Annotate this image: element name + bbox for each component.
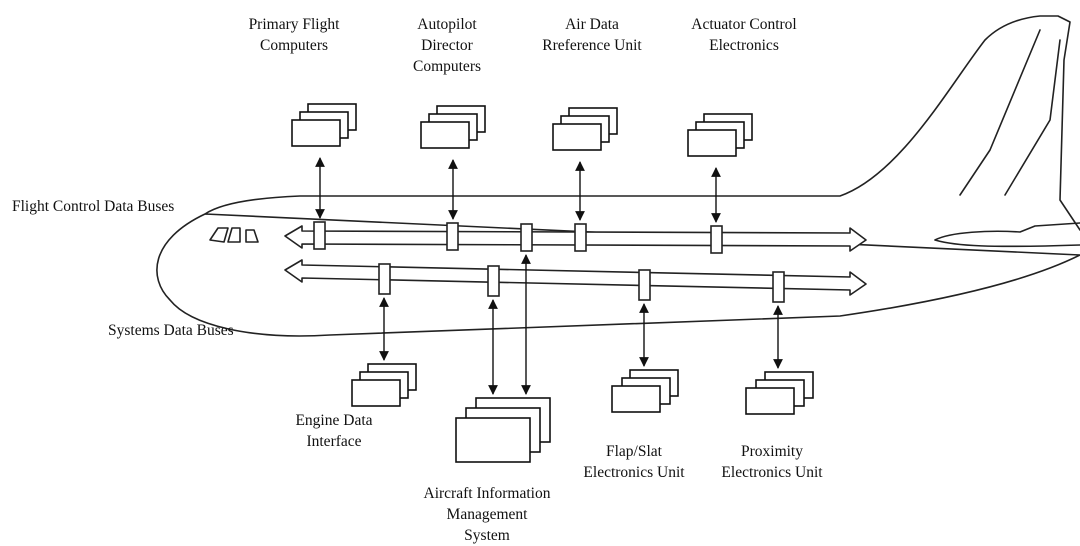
proximity-electronics-unit-label: Proximity Electronics Unit <box>721 443 823 481</box>
systems-data-buses-label: Systems Data Buses <box>108 322 234 339</box>
bus-coupler <box>313 221 326 250</box>
horizontal-stabilizer <box>934 222 1080 248</box>
bus-coupler <box>378 263 391 295</box>
autopilot-director-computers-unit <box>420 105 486 149</box>
cockpit-window <box>227 227 241 243</box>
primary-flight-computers-label: Primary Flight Computers <box>248 16 340 54</box>
flap-slat-electronics-unit <box>611 369 679 413</box>
primary-flight-computers-unit <box>291 103 357 147</box>
aircraft-information-management-system-label: Aircraft Information Management System <box>423 485 551 544</box>
engine-data-interface-unit <box>351 363 417 407</box>
bus-coupler <box>772 271 785 303</box>
flap-slat-electronics-unit-label: Flap/Slat Electronics Unit <box>583 443 685 481</box>
autopilot-director-computers-label: Autopilot Director Computers <box>412 16 482 75</box>
bus-coupler <box>487 265 500 297</box>
cockpit-window <box>209 227 229 243</box>
bus-coupler <box>710 225 723 254</box>
cockpit-window <box>245 229 259 243</box>
engine-data-interface-label: Engine Data Interface <box>295 412 373 450</box>
bus-coupler <box>446 222 459 251</box>
aircraft-information-management-system-unit <box>455 397 551 463</box>
flight-control-data-buses-label: Flight Control Data Buses <box>12 198 175 215</box>
proximity-electronics-unit <box>745 371 814 415</box>
actuator-control-electronics-label: Actuator Control Electronics <box>691 16 797 54</box>
tail-fin-line <box>959 29 1041 196</box>
tail-fin-line <box>1004 39 1061 196</box>
systems-data-bus <box>284 259 867 296</box>
air-data-reference-unit <box>552 107 618 151</box>
bus-coupler <box>638 269 651 301</box>
bus-coupler <box>520 223 533 252</box>
fuselage-outline <box>156 15 1080 337</box>
bus-coupler <box>574 223 587 252</box>
air-data-reference-unit-label: Air Data Rreference Unit <box>542 16 642 54</box>
actuator-control-electronics-unit <box>687 113 753 157</box>
